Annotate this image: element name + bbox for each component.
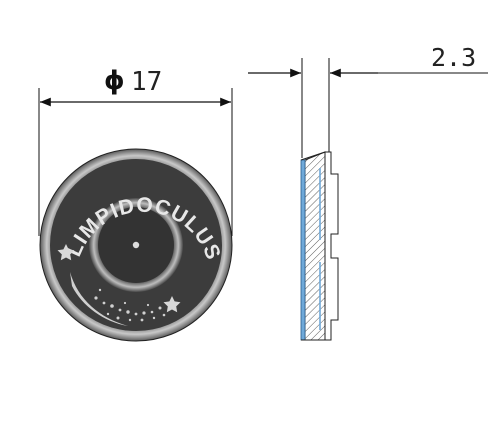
section-stepped-profile (324, 151, 339, 341)
coin-front-view: LIMPIDOCULUS (39, 148, 233, 342)
section-hatched-body (304, 151, 326, 341)
diameter-symbol: ϕ (104, 66, 125, 96)
diameter-dimension: ϕ 17 (38, 66, 233, 236)
coin-center-dot (132, 241, 140, 249)
side-section-view (300, 151, 339, 341)
section-top-edge (300, 151, 326, 161)
comet-swoosh-icon (70, 272, 128, 326)
section-face-layer (300, 159, 306, 341)
diameter-value: 17 (131, 67, 162, 97)
star-right-icon (163, 296, 181, 313)
thickness-value: 2.3 (431, 43, 476, 72)
sparkle-dots (94, 288, 166, 322)
thickness-dimension: 2.3 (248, 43, 488, 158)
star-left-icon (57, 244, 75, 261)
